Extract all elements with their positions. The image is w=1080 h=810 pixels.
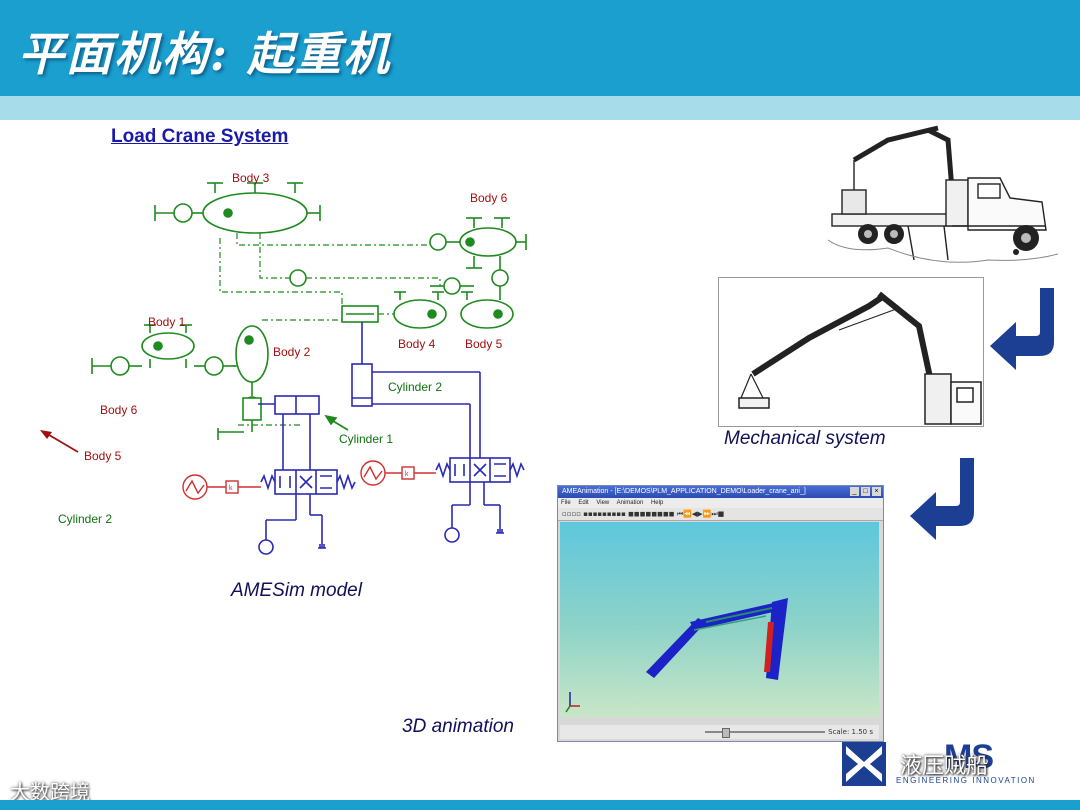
animation-status-bar: Scale: 1.50 s — [560, 725, 879, 739]
label-body5-right: Body 5 — [465, 337, 502, 351]
timeline-thumb[interactable] — [722, 728, 730, 738]
body3-symbol — [155, 183, 320, 233]
label-cylinder1: Cylinder 1 — [339, 432, 393, 446]
watermark-text: 液压贼船 — [900, 748, 988, 780]
header-band — [0, 96, 1080, 120]
toolbar-icons[interactable]: ▫▫▫▫ ▪▪▪▪▪▪▪▪▪ ◼◼◼◼◼◼◼◼ ⏮⏪◀▶⏩⏭■ — [562, 510, 724, 518]
label-cylinder2-right: Cylinder 2 — [388, 380, 442, 394]
menu-file[interactable]: File — [561, 500, 571, 506]
label-body6-left: Body 6 — [100, 403, 137, 417]
down-left-arrow-2-icon — [908, 456, 988, 546]
close-button[interactable]: × — [872, 487, 881, 496]
label-body4: Body 4 — [398, 337, 435, 351]
slide-title: 平面机构: 起重机 — [18, 18, 391, 84]
logo-mark-icon — [842, 742, 886, 786]
footer-bar — [0, 800, 1080, 810]
animation-window-title: AMEAnimation - [E:\DEMOS\PLM_APPLICATION… — [562, 488, 806, 495]
cylinder1-green — [218, 398, 261, 440]
animation-window-titlebar: AMEAnimation - [E:\DEMOS\PLM_APPLICATION… — [558, 486, 883, 498]
animation-menu-bar: File Edit View Animation Help — [558, 498, 883, 508]
svg-text:k: k — [405, 471, 409, 478]
label-body3: Body 3 — [232, 171, 269, 185]
body1-symbol — [92, 325, 236, 375]
label-body6-top: Body 6 — [470, 191, 507, 205]
slide-header: 平面机构: 起重机 — [0, 0, 1080, 96]
mechanical-caption: Mechanical system — [724, 428, 886, 450]
label-body5-left: Body 5 — [84, 449, 121, 463]
label-body1: Body 1 — [148, 315, 185, 329]
amesim-caption: AMESim model — [231, 580, 362, 602]
body4-symbol — [394, 278, 474, 328]
animation-toolbar: ▫▫▫▫ ▪▪▪▪▪▪▪▪▪ ◼◼◼◼◼◼◼◼ ⏮⏪◀▶⏩⏭■ — [558, 508, 883, 521]
animation-caption: 3D animation — [402, 716, 514, 738]
body6-symbol — [430, 218, 526, 286]
mechanical-system-image — [718, 277, 984, 427]
crane-truck-image — [828, 120, 1058, 268]
body5-symbol — [461, 286, 513, 328]
animation-window: AMEAnimation - [E:\DEMOS\PLM_APPLICATION… — [557, 485, 884, 742]
maximize-button[interactable]: □ — [861, 487, 870, 496]
menu-edit[interactable]: Edit — [578, 500, 588, 506]
label-cylinder2-left: Cylinder 2 — [58, 512, 112, 526]
menu-animation[interactable]: Animation — [617, 500, 644, 506]
menu-help[interactable]: Help — [651, 500, 663, 506]
minimize-button[interactable]: _ — [850, 487, 859, 496]
down-left-arrow-1-icon — [988, 286, 1068, 376]
svg-text:k: k — [229, 485, 233, 492]
animation-viewport[interactable] — [560, 522, 879, 717]
menu-view[interactable]: View — [596, 500, 609, 506]
label-body2: Body 2 — [273, 345, 310, 359]
animation-zoom: Scale: 1.50 s — [828, 725, 873, 739]
